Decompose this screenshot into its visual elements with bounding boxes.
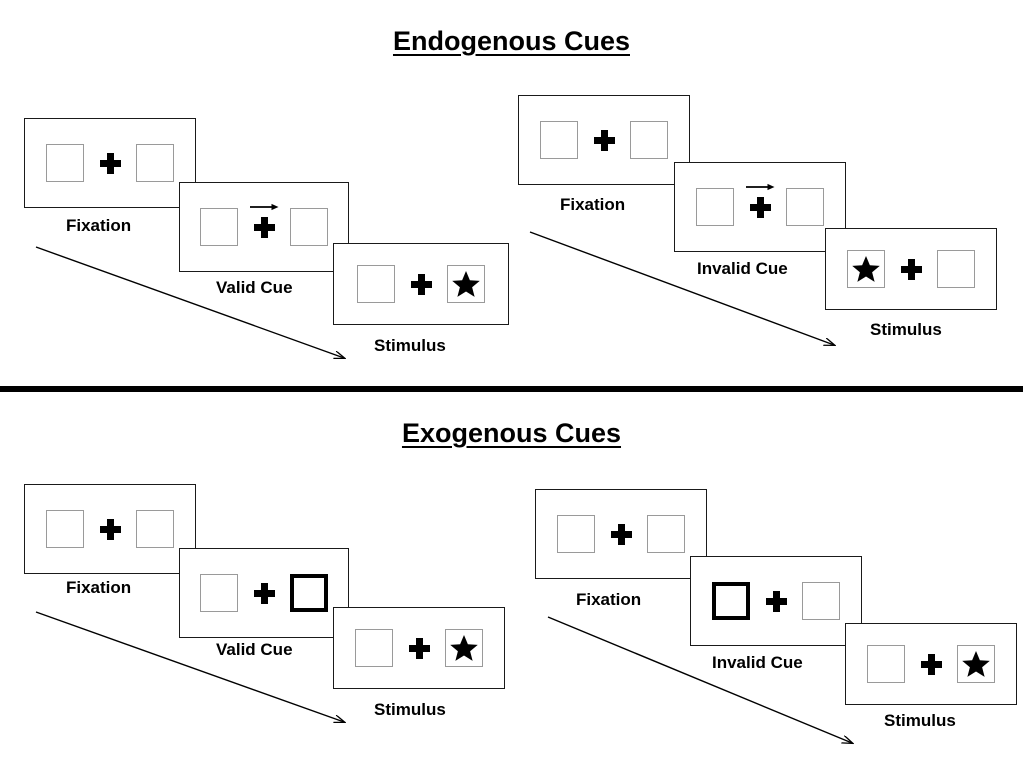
panel-caption-endogenous-valid-1: Valid Cue [216, 278, 293, 297]
fixation-center [393, 637, 445, 659]
panel-display-area [826, 229, 996, 309]
stimulus-box-right [957, 645, 995, 683]
stimulus-box-left [46, 510, 84, 548]
panel-caption-endogenous-valid-2: Stimulus [374, 336, 446, 355]
plus-icon [99, 152, 121, 174]
section-title-endogenous: Endogenous Cues [392, 26, 630, 56]
panel-caption-endogenous-invalid-1: Invalid Cue [697, 259, 788, 278]
panel-caption-endogenous-valid-0: Fixation [66, 216, 132, 235]
section-divider [0, 386, 1023, 392]
time-arrow-endogenous-invalid [529, 231, 834, 345]
time-arrow-exogenous-valid [35, 611, 344, 722]
stimulus-box-left [867, 645, 905, 683]
trial-panel-endogenous-invalid-stimulus [825, 228, 997, 310]
stimulus-box-right [630, 121, 668, 159]
stimulus-box-left [46, 144, 84, 182]
stimulus-box-left-cued [712, 582, 750, 620]
fixation-center [595, 523, 647, 545]
stimulus-box-right [290, 208, 328, 246]
stimulus-box-right [786, 188, 824, 226]
stimulus-box-right [136, 510, 174, 548]
trial-panel-exogenous-invalid-stimulus [845, 623, 1017, 705]
trial-panel-exogenous-valid-stimulus [333, 607, 505, 689]
stimulus-box-right [136, 144, 174, 182]
panel-caption-exogenous-invalid-1: Invalid Cue [712, 653, 803, 672]
trial-panel-endogenous-invalid-fixation [518, 95, 690, 185]
fixation-center [238, 582, 290, 604]
panel-display-area [25, 485, 195, 573]
panel-display-area [675, 163, 845, 251]
plus-icon [99, 518, 121, 540]
section-title-exogenous: Exogenous Cues [401, 418, 622, 448]
trial-panel-exogenous-invalid-invalid-cue [690, 556, 862, 646]
fixation-center [750, 590, 802, 612]
fixation-center [578, 129, 630, 151]
stimulus-box-right [445, 629, 483, 667]
stimulus-box-right [937, 250, 975, 288]
star-icon [452, 271, 480, 297]
plus-icon [410, 273, 432, 295]
panel-caption-endogenous-invalid-0: Fixation [560, 195, 626, 214]
panel-caption-exogenous-valid-0: Fixation [66, 578, 132, 597]
trial-panel-exogenous-valid-fixation [24, 484, 196, 574]
fixation-center [885, 258, 937, 280]
panel-caption-endogenous-invalid-2: Stimulus [870, 320, 942, 339]
star-icon [450, 635, 478, 661]
right-arrow-icon [746, 183, 775, 190]
panel-display-area [180, 549, 348, 637]
plus-icon [920, 653, 942, 675]
panel-display-area [25, 119, 195, 207]
panel-caption-exogenous-valid-2: Stimulus [374, 700, 446, 719]
right-arrow-icon [250, 203, 279, 210]
stimulus-box-right [447, 265, 485, 303]
stimulus-box-left [200, 208, 238, 246]
trial-panel-endogenous-valid-stimulus [333, 243, 509, 325]
trial-panel-exogenous-valid-valid-cue [179, 548, 349, 638]
stimulus-box-left [696, 188, 734, 226]
time-arrow-exogenous-invalid [547, 616, 852, 743]
stimulus-box-left [200, 574, 238, 612]
plus-icon [593, 129, 615, 151]
panel-caption-exogenous-valid-1: Valid Cue [216, 640, 293, 659]
trial-panel-endogenous-valid-fixation [24, 118, 196, 208]
fixation-center [734, 183, 786, 218]
stimulus-box-left [357, 265, 395, 303]
fixation-center [905, 653, 957, 675]
trial-panel-endogenous-valid-valid-cue [179, 182, 349, 272]
stimulus-box-left [847, 250, 885, 288]
stimulus-box-left [557, 515, 595, 553]
panel-caption-exogenous-invalid-0: Fixation [576, 590, 642, 609]
stimulus-box-left [355, 629, 393, 667]
panel-caption-exogenous-invalid-2: Stimulus [884, 711, 956, 730]
panel-display-area [846, 624, 1016, 704]
plus-icon [765, 590, 787, 612]
plus-icon [253, 582, 275, 604]
star-icon [852, 256, 880, 282]
fixation-center [395, 273, 447, 295]
trial-panel-endogenous-invalid-invalid-cue [674, 162, 846, 252]
trial-panel-exogenous-invalid-fixation [535, 489, 707, 579]
fixation-center [84, 152, 136, 174]
panel-display-area [334, 608, 504, 688]
plus-icon [749, 196, 771, 218]
fixation-center [238, 203, 290, 238]
stimulus-box-right-cued [290, 574, 328, 612]
panel-display-area [519, 96, 689, 184]
plus-icon [408, 637, 430, 659]
fixation-center [84, 518, 136, 540]
panel-display-area [180, 183, 348, 271]
panel-display-area [691, 557, 861, 645]
stimulus-box-right [802, 582, 840, 620]
plus-icon [900, 258, 922, 280]
plus-icon [610, 523, 632, 545]
panel-display-area [334, 244, 508, 324]
panel-display-area [536, 490, 706, 578]
time-arrow-endogenous-valid [35, 246, 344, 358]
plus-icon [253, 216, 275, 238]
star-icon [962, 651, 990, 677]
stimulus-box-left [540, 121, 578, 159]
stimulus-box-right [647, 515, 685, 553]
